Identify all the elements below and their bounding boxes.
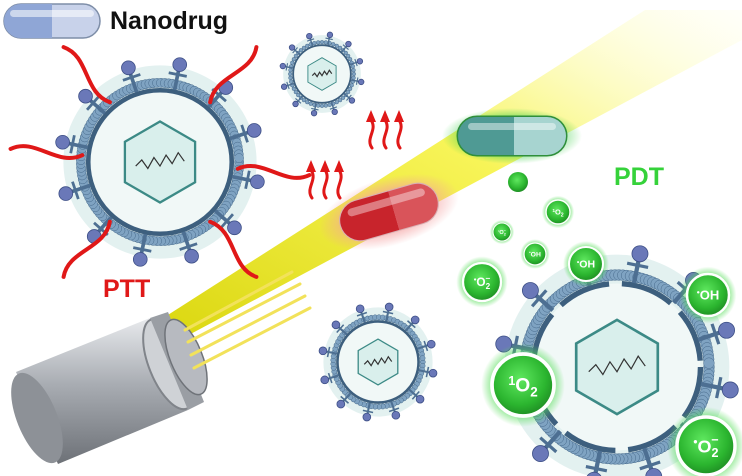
ptt-heat-arrow	[235, 164, 312, 180]
reactive-species-o2-large-2: •O2−	[666, 406, 742, 476]
nanoparticle-pdt-icon	[495, 245, 739, 476]
reactive-species-oh-medium-1: •OH	[563, 241, 609, 287]
ptt-heat-arrow	[61, 219, 112, 279]
pdt-label: PDT	[614, 163, 664, 191]
nanoparticle-small-bottom-icon	[318, 302, 438, 422]
svg-text:•O2−: •O2−	[693, 433, 718, 460]
ptt-heat-arrow	[61, 45, 112, 105]
legend-capsule-icon	[3, 3, 101, 39]
ptt-label: PTT	[103, 275, 150, 303]
reactive-species-oh-medium-2: •OH	[679, 266, 737, 324]
heat-waves-right-arrows	[366, 110, 404, 122]
ptt-heat-arrow	[208, 45, 259, 105]
svg-text:•OH: •OH	[697, 287, 720, 303]
released-drug-droplet	[508, 172, 528, 192]
svg-text:1O2: 1O2	[508, 374, 537, 400]
svg-text:•O2−: •O2−	[474, 274, 491, 291]
ptt-heat-arrow	[208, 219, 259, 279]
heat-waves-left-arrows	[306, 160, 344, 172]
svg-text:•OH: •OH	[577, 259, 595, 271]
reactive-species-oh-small-1: •OH	[520, 239, 550, 269]
heat-waves-right	[368, 118, 403, 150]
reactive-species-o2-small-2: •O2−	[489, 219, 515, 245]
svg-text:1O2: 1O2	[552, 208, 563, 219]
svg-text:•OH: •OH	[529, 250, 541, 258]
heat-waves-left	[308, 168, 343, 200]
red-capsule-nanodrug-icon	[319, 173, 459, 251]
nanoparticle-ptt-icon	[55, 57, 265, 267]
reactive-species-o2-small-1: 1O2	[541, 195, 575, 229]
ptt-heat-arrow	[8, 144, 85, 160]
teal-capsule-nanodrug-icon	[442, 108, 582, 164]
reactive-species-o2-medium-1: •O2−	[456, 256, 508, 308]
svg-text:•O2−: •O2−	[498, 227, 507, 236]
ptt-heat-arrows	[8, 45, 312, 279]
fiber-optic-cable-icon	[11, 270, 312, 464]
laser-beam	[160, 10, 742, 345]
legend-label: Nanodrug	[110, 7, 228, 35]
reactive-species-o2-large-1: 1O2	[481, 343, 565, 427]
nanoparticle-small-top-icon	[279, 31, 365, 117]
